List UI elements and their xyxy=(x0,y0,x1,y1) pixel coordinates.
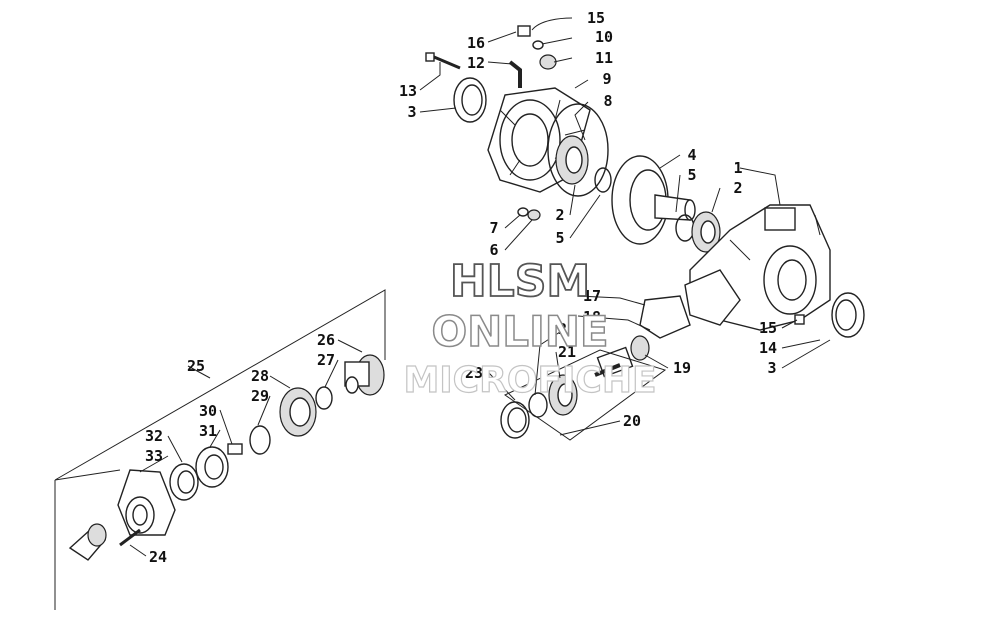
input-housing-33 xyxy=(117,469,176,536)
bolt-13 xyxy=(425,52,461,70)
callout-leaders xyxy=(129,17,831,557)
callout-4: 4 xyxy=(687,146,696,164)
watermark-line-2: ONLINE xyxy=(431,307,608,356)
watermark-line-3: MICROFICHE xyxy=(403,360,656,401)
screw-15-right xyxy=(794,314,805,325)
callout-2-left: 2 xyxy=(555,206,564,224)
callout-27: 27 xyxy=(317,351,335,369)
pinion-gear xyxy=(594,335,650,378)
callout-15-top: 15 xyxy=(587,9,605,27)
coupler-26 xyxy=(344,354,385,396)
o-ring xyxy=(547,103,609,197)
callout-12: 12 xyxy=(467,54,485,72)
assembly-bracket-20 xyxy=(504,349,667,441)
callout-1: 1 xyxy=(733,159,742,177)
callout-20: 20 xyxy=(623,412,641,430)
callout-3-right: 3 xyxy=(767,359,776,377)
callout-11: 11 xyxy=(595,49,613,67)
snap-ring-29 xyxy=(249,425,271,455)
callout-32: 32 xyxy=(145,427,163,445)
callout-2-right: 2 xyxy=(733,179,742,197)
bearing-cup-23-inner xyxy=(507,407,527,433)
vent-tube xyxy=(508,60,522,88)
callout-5-lower: 5 xyxy=(555,229,564,247)
callout-9: 9 xyxy=(602,70,611,88)
callout-10: 10 xyxy=(595,28,613,46)
washer-10 xyxy=(532,40,544,50)
bearing-21-inner xyxy=(557,383,573,407)
seal-upper-inner xyxy=(461,84,483,116)
pin-30 xyxy=(227,443,243,455)
callout-22: 22 xyxy=(558,320,576,338)
differential-housing xyxy=(684,204,831,331)
gasket xyxy=(639,295,691,339)
callout-26: 26 xyxy=(317,331,335,349)
shim-left xyxy=(594,167,612,193)
seal-31-inner xyxy=(204,454,224,480)
callout-17: 17 xyxy=(583,287,601,305)
callout-28: 28 xyxy=(251,367,269,385)
callout-14: 14 xyxy=(759,339,777,357)
parts-drawing xyxy=(54,25,865,610)
bearing-right-inner xyxy=(700,220,716,244)
callout-23: 23 xyxy=(465,364,483,382)
callout-30: 30 xyxy=(199,402,217,420)
callout-21: 21 xyxy=(558,343,576,361)
callout-25: 25 xyxy=(187,357,205,375)
callout-24: 24 xyxy=(149,548,167,566)
callout-13: 13 xyxy=(399,82,417,100)
bolt-24 xyxy=(119,528,141,547)
callout-29: 29 xyxy=(251,387,269,405)
callout-33: 33 xyxy=(145,447,163,465)
callout-16: 16 xyxy=(467,34,485,52)
watermark: HLSM ONLINE MICROFICHE xyxy=(403,255,657,402)
assembly-bracket-25 xyxy=(54,289,386,610)
callout-3-top: 3 xyxy=(407,103,416,121)
callout-8: 8 xyxy=(603,92,612,110)
snap-ring-27 xyxy=(315,386,333,410)
callout-7: 7 xyxy=(489,219,498,237)
seal-right-inner xyxy=(835,299,857,331)
needle-bearing-28-inner xyxy=(289,397,311,427)
washer-7 xyxy=(517,207,529,217)
callout-15-right: 15 xyxy=(759,319,777,337)
watermark-line-1: HLSM xyxy=(450,256,590,307)
output-shaft xyxy=(68,523,107,561)
screw-16 xyxy=(517,25,531,37)
seal-32-inner xyxy=(177,470,195,494)
callout-labels: 15 16 10 12 11 13 9 3 8 4 1 5 2 7 2 6 5 … xyxy=(145,9,777,566)
callout-31: 31 xyxy=(199,422,217,440)
callout-18: 18 xyxy=(583,308,601,326)
gear-case-cover xyxy=(487,87,591,193)
plug-11 xyxy=(539,54,557,70)
bearing-race-inner xyxy=(565,146,583,174)
callout-19: 19 xyxy=(673,359,691,377)
spacer-22 xyxy=(528,392,548,418)
callout-6: 6 xyxy=(489,241,498,259)
callout-5-upper: 5 xyxy=(687,166,696,184)
ring-gear xyxy=(611,155,696,245)
plug-6 xyxy=(527,209,541,221)
